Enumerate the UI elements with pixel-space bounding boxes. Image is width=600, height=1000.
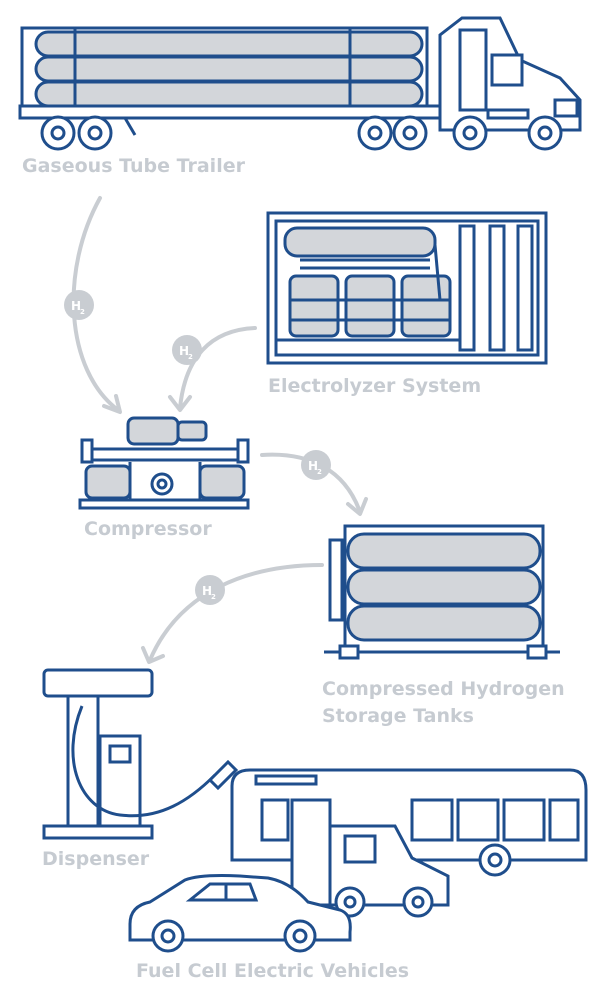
- dispenser-pump-icon: [42, 668, 239, 840]
- storage-label-line2: Storage Tanks: [322, 705, 474, 727]
- storage-tanks-icon: [324, 524, 560, 660]
- h2-marker-1: H 2: [64, 290, 94, 320]
- h2-marker-3: H 2: [301, 450, 331, 480]
- svg-text:H: H: [308, 459, 318, 473]
- svg-text:2: 2: [317, 468, 322, 476]
- svg-text:H: H: [179, 344, 189, 358]
- svg-text:H: H: [71, 299, 81, 313]
- storage-label-line1: Compressed Hydrogen: [322, 678, 565, 700]
- svg-text:H: H: [202, 584, 212, 598]
- compressor-label: Compressor: [84, 518, 212, 540]
- fuel-cell-vehicles-icon: [128, 768, 588, 953]
- svg-text:2: 2: [80, 308, 85, 316]
- h2-marker-2: H 2: [172, 335, 202, 365]
- svg-text:2: 2: [211, 593, 216, 601]
- tube-trailer-truck-icon: [18, 16, 582, 151]
- flow-arrow-storage-to-dispenser: [141, 563, 324, 664]
- compressor-icon: [78, 416, 250, 510]
- svg-text:2: 2: [188, 353, 193, 361]
- flow-arrow-electrolyzer-to-compressor: [168, 326, 257, 412]
- tube-trailer-label: Gaseous Tube Trailer: [22, 155, 246, 177]
- vehicles-label: Fuel Cell Electric Vehicles: [136, 960, 409, 982]
- electrolyzer-container-icon: [266, 211, 548, 365]
- electrolyzer-label: Electrolyzer System: [268, 375, 481, 397]
- h2-marker-4: H 2: [195, 575, 225, 605]
- dispenser-label: Dispenser: [42, 848, 150, 870]
